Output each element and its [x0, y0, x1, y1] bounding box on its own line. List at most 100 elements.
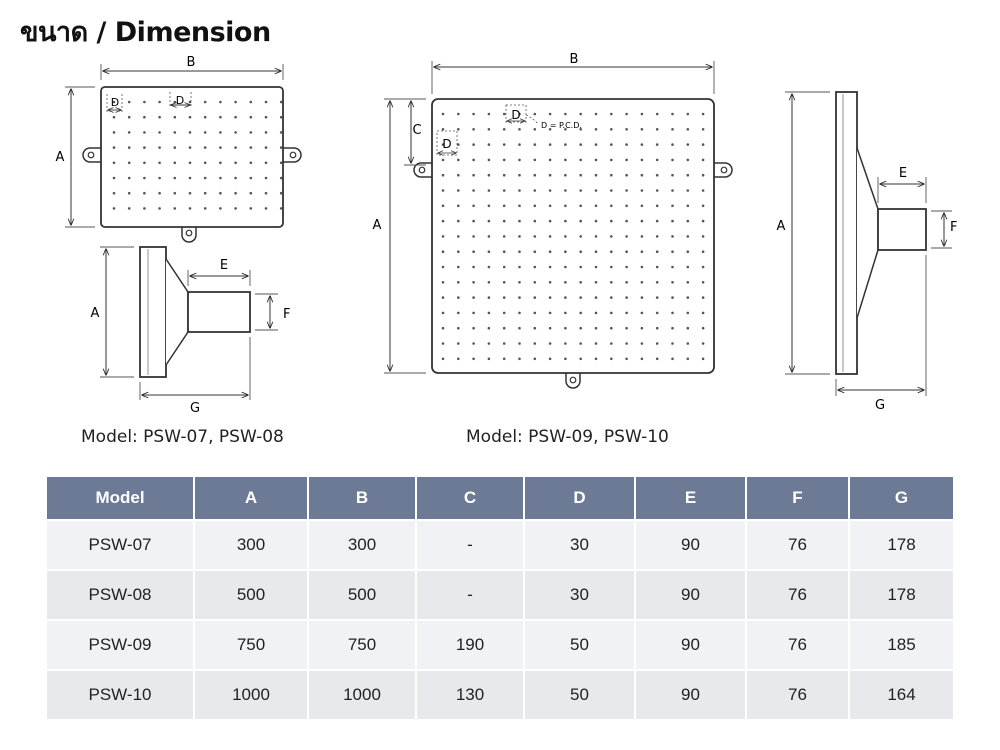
nozzle-hole: [701, 357, 705, 361]
nozzle-hole: [701, 265, 705, 269]
dim-label-b: B: [570, 52, 579, 67]
nozzle-hole: [610, 189, 613, 192]
dim-label-f: F: [950, 220, 957, 235]
cell-model: PSW-10: [47, 669, 195, 719]
nozzle-hole: [579, 189, 582, 192]
nozzle-hole: [518, 250, 521, 253]
caption-small-models: Model: PSW-07, PSW-08: [81, 427, 284, 447]
nozzle-hole: [457, 173, 460, 177]
nozzle-hole: [686, 357, 690, 361]
nozzle-hole: [564, 342, 567, 345]
nozzle-hole: [564, 326, 567, 330]
nozzle-hole: [518, 311, 521, 315]
cell-e: 90: [635, 669, 747, 719]
cell-a: 300: [194, 519, 309, 570]
cell-c: -: [416, 569, 525, 620]
nozzle-hole: [533, 128, 537, 131]
dim-label-a: A: [91, 306, 100, 321]
nozzle-hole: [158, 176, 161, 180]
nozzle-hole: [579, 265, 582, 269]
nozzle-hole: [203, 131, 207, 134]
nozzle-hole: [640, 342, 644, 345]
nozzle-hole: [234, 115, 237, 119]
cell-e: 90: [635, 619, 747, 670]
nozzle-hole: [234, 207, 237, 210]
nozzle-hole: [625, 235, 628, 238]
nozzle-hole: [502, 128, 506, 131]
nozzle-hole: [502, 342, 506, 345]
nozzle-hole: [441, 158, 445, 162]
cell-model: PSW-08: [47, 569, 195, 620]
nozzle-hole: [264, 191, 268, 195]
nozzle-hole: [518, 342, 521, 345]
nozzle-hole: [487, 204, 491, 208]
nozzle-hole: [610, 342, 613, 345]
table-row: PSW-09 750 750 190 50 90 76 185: [47, 619, 953, 670]
nozzle-hole: [219, 115, 222, 119]
dimension-drawings: B A D D A E F: [56, 52, 958, 416]
nozzle-hole: [671, 311, 674, 315]
nozzle-hole: [457, 342, 460, 345]
nozzle-hole: [457, 158, 460, 162]
nozzle-hole: [533, 158, 537, 162]
nozzle-hole: [701, 128, 705, 131]
nozzle-hole: [655, 265, 659, 269]
nozzle-hole: [203, 191, 207, 195]
nozzle-hole: [686, 204, 690, 208]
nozzle-hole: [457, 204, 460, 208]
cell-d: 30: [524, 569, 636, 620]
nozzle-hole: [701, 173, 705, 177]
nozzle-hole: [457, 219, 460, 223]
nozzle-hole: [548, 143, 552, 146]
nozzle-hole: [518, 281, 521, 284]
nozzle-hole: [564, 143, 567, 146]
dim-label-a: A: [777, 219, 786, 234]
nozzle-hole: [472, 357, 475, 361]
nozzle-hole: [234, 100, 237, 104]
nozzle-hole: [127, 207, 131, 210]
nozzle-hole: [279, 161, 283, 165]
nozzle-hole: [640, 112, 644, 116]
nozzle-hole: [579, 250, 582, 253]
nozzle-hole: [249, 131, 253, 134]
header-e: E: [635, 477, 747, 520]
nozzle-hole: [487, 143, 491, 146]
nozzle-hole: [112, 207, 116, 210]
nozzle-hole: [472, 250, 475, 253]
nozzle-hole: [249, 100, 253, 104]
nozzle-hole: [548, 296, 552, 299]
nozzle-hole: [564, 265, 567, 269]
nozzle-hole: [671, 281, 674, 284]
nozzle-hole: [249, 161, 253, 165]
nozzle-hole: [472, 143, 475, 146]
nozzle-hole: [533, 189, 537, 192]
nozzle-hole: [188, 131, 192, 134]
nozzle-hole: [472, 311, 475, 315]
nozzle-hole: [533, 143, 537, 146]
nozzle-hole: [279, 115, 283, 119]
nozzle-hole: [548, 311, 552, 315]
cell-b: 1000: [308, 669, 417, 719]
nozzle-hole: [487, 281, 491, 284]
nozzle-hole: [579, 311, 582, 315]
nozzle-hole: [701, 158, 705, 162]
nozzle-hole: [686, 143, 690, 146]
nozzle-hole: [441, 112, 445, 116]
nozzle-hole: [686, 311, 690, 315]
nozzle-hole: [487, 296, 491, 299]
cell-g: 185: [849, 619, 953, 670]
nozzle-hole: [188, 191, 192, 195]
nozzle-hole: [457, 189, 460, 192]
nozzle-hole: [472, 235, 475, 238]
nozzle-hole: [502, 219, 506, 223]
nozzle-hole: [502, 250, 506, 253]
nozzle-hole: [441, 326, 445, 330]
nozzle-hole: [264, 207, 268, 210]
nozzle-hole: [655, 311, 659, 315]
page-title: ขนาด / Dimension: [20, 17, 271, 48]
nozzle-hole: [143, 100, 146, 104]
nozzle-hole: [671, 265, 674, 269]
nozzle-hole: [533, 342, 537, 345]
nozzle-hole: [487, 112, 491, 116]
nozzle-hole: [701, 189, 705, 192]
